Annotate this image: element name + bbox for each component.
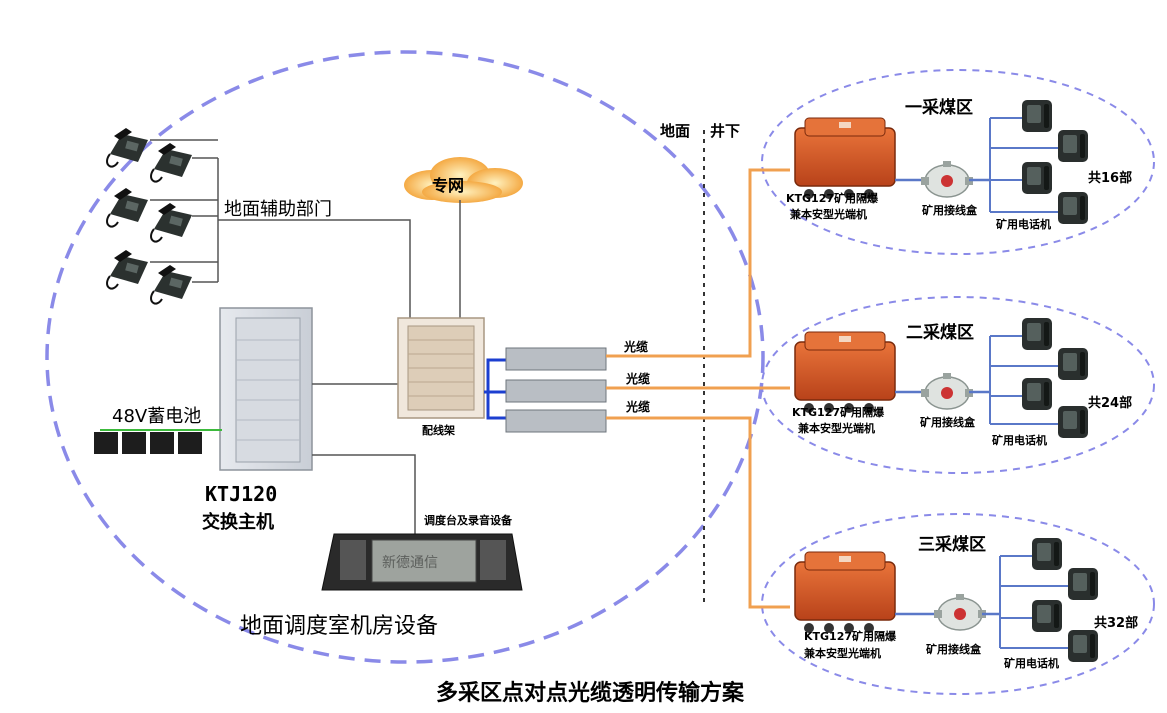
zone-2-device-2: 兼本安型光端机 — [798, 422, 875, 435]
dispatch-console — [321, 533, 523, 591]
zone-3-device-2: 兼本安型光端机 — [804, 647, 881, 660]
distribution-frame-label: 配线架 — [422, 424, 455, 437]
fiber-cables — [606, 168, 790, 609]
aux-phone-lines — [150, 139, 411, 318]
distribution-frame — [397, 317, 485, 419]
private-network-cloud — [404, 157, 523, 203]
frame-to-terminal-links — [484, 358, 508, 420]
control-room-boundary — [45, 50, 765, 664]
zone-1-junction: 矿用接线盒 — [922, 204, 977, 217]
switch-name-label: 交换主机 — [202, 512, 274, 533]
switch-rack — [219, 307, 313, 471]
optical-terminal-units — [505, 347, 607, 433]
underground-label: 井下 — [710, 122, 741, 140]
switch-model-label: KTJ120 — [205, 482, 278, 506]
zone-2-boundary — [761, 296, 1155, 474]
zone-1-equipment — [794, 100, 1088, 224]
fiber-label-3: 光缆 — [626, 400, 651, 414]
zone-1-phones: 矿用电话机 — [996, 218, 1051, 231]
console-screen-text: 新德通信 — [382, 555, 438, 571]
zone-1-count: 共16部 — [1088, 171, 1133, 186]
zone-3-device: KTG127矿用隔爆 — [804, 630, 897, 643]
console-label: 调度台及录音设备 — [424, 514, 512, 527]
zone-3-phones: 矿用电话机 — [1004, 657, 1059, 670]
fiber-label-1: 光缆 — [624, 340, 649, 354]
zone-3-count: 共32部 — [1094, 616, 1139, 631]
zone-2-equipment — [794, 318, 1088, 438]
aux-department-label: 地面辅助部门 — [224, 199, 332, 220]
zone-1-device-2: 兼本安型光端机 — [790, 208, 867, 221]
zone-3-equipment — [794, 538, 1098, 662]
zone-2-name: 二采煤区 — [906, 323, 974, 343]
main-title: 多采区点对点光缆透明传输方案 — [436, 681, 745, 706]
private-network-label: 专网 — [432, 176, 465, 195]
battery-bank — [94, 432, 202, 454]
zone-1-device: KTG127矿用隔爆 — [786, 192, 879, 205]
zone-2-phones: 矿用电话机 — [992, 434, 1047, 447]
surface-label: 地面 — [660, 122, 691, 140]
zone-1-boundary — [761, 69, 1155, 255]
fiber-label-2: 光缆 — [626, 372, 651, 386]
battery-label: 48V蓄电池 — [112, 406, 202, 427]
zone-1-name: 一采煤区 — [905, 98, 973, 118]
zone-2-device: KTG127矿用隔爆 — [792, 406, 885, 419]
zone-3-boundary — [761, 513, 1155, 695]
zone-3-name: 三采煤区 — [918, 535, 986, 555]
aux-department-phones — [106, 127, 193, 305]
zone-2-junction: 矿用接线盒 — [920, 416, 975, 429]
zone-2-count: 共24部 — [1088, 396, 1133, 411]
control-room-label: 地面调度室机房设备 — [240, 614, 439, 639]
zone-3-junction: 矿用接线盒 — [926, 643, 981, 656]
